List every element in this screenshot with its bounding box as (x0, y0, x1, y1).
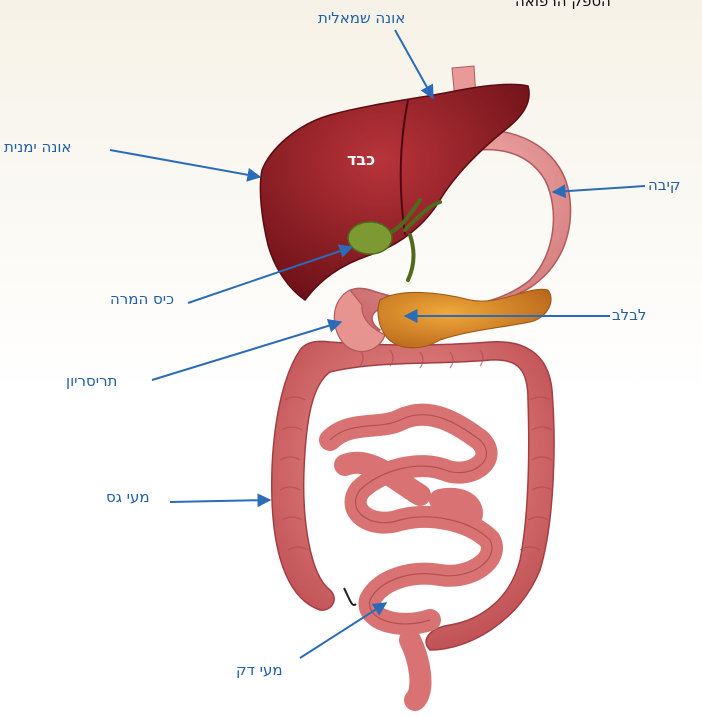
label-gallbladder: כיס המרה (110, 290, 174, 308)
label-duodenum: תריסריון (66, 372, 117, 390)
label-left-lobe: אונה שמאלית (318, 9, 405, 27)
label-stomach: קיבה (648, 176, 680, 194)
label-right-lobe: אונה ימנית (4, 138, 71, 156)
gallbladder (348, 222, 392, 254)
header-fragment: הספק הרפואה (515, 0, 611, 10)
label-pancreas: לבלב (612, 306, 646, 324)
label-small-intestine: מעי דק (236, 661, 283, 679)
liver-title: כבד (347, 150, 375, 169)
label-large-intestine: מעי גס (106, 488, 150, 506)
